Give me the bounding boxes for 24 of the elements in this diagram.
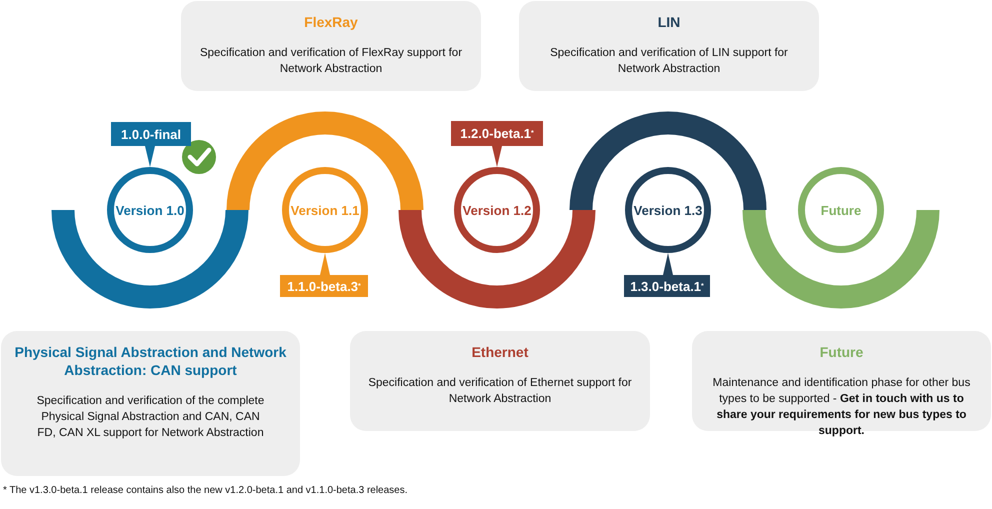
callout-pointer bbox=[320, 253, 330, 275]
card-text: Specification and verification of LIN support for Network Abstraction bbox=[549, 46, 789, 77]
callout-pointer bbox=[492, 146, 502, 167]
version-circle: Version 1.3 bbox=[625, 167, 711, 253]
card-heading: FlexRay bbox=[303, 13, 359, 31]
card-heading: LIN bbox=[656, 13, 682, 31]
version-circle: Future bbox=[798, 167, 884, 253]
footnote: * The v1.3.0-beta.1 release contains also the new v1.2.0-beta.1 and v1.1.0-beta.3 releases. bbox=[3, 485, 408, 496]
release-tag: 1.1.0-beta.3$^{*}$ bbox=[280, 275, 368, 297]
release-tag: 1.3.0-beta.1$^{*}$ bbox=[624, 275, 710, 297]
card-text: Maintenance and identification phase for other bus types to be supported - Get in touch with us to share your requirements for new bus types to support. bbox=[712, 376, 972, 439]
release-tag: 1.2.0-beta.1$^{*}$ bbox=[451, 121, 543, 146]
callout-pointer bbox=[663, 253, 673, 275]
card-heading: Physical Signal Abstraction and Network Abstraction: CAN support bbox=[14, 343, 288, 379]
callout-pointer bbox=[145, 146, 155, 167]
card-heading: Ethernet bbox=[470, 343, 530, 361]
card-heading: Future bbox=[818, 343, 864, 361]
release-tag: 1.0.0-final bbox=[111, 122, 191, 146]
card-text: Specification and verification of Ethernet support for Network Abstraction bbox=[367, 376, 633, 407]
version-circle: Version 1.2 bbox=[454, 167, 540, 253]
version-circle: Version 1.0 bbox=[107, 167, 193, 253]
card-text: Specification and verification of FlexRay support for Network Abstraction bbox=[198, 46, 464, 77]
card-text: Specification and verification of the complete Physical Signal Abstraction and CAN, CAN FD, CAN XL support for Network Abstraction bbox=[36, 394, 266, 441]
version-circle: Version 1.1 bbox=[282, 167, 368, 253]
